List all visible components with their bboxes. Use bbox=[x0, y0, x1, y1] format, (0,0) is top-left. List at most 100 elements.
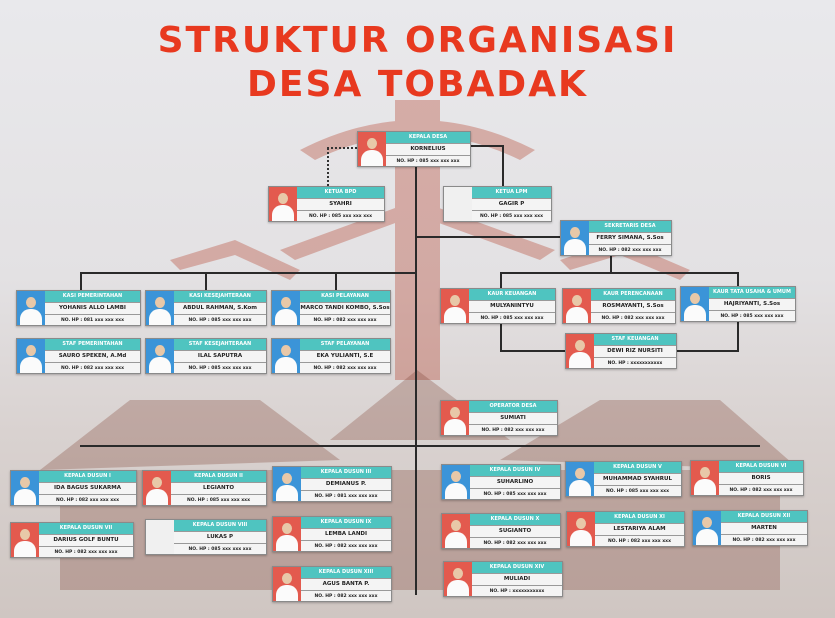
person-name: KORNELIUS bbox=[386, 143, 470, 155]
connector bbox=[470, 145, 503, 147]
phone-number: NO. HP : 085 xxx xxx xxx bbox=[709, 310, 795, 322]
phone-number: NO. HP : 085 xxx xxx xxx bbox=[386, 155, 470, 167]
person-name: ABDUL RAHMAN, S.Kom bbox=[174, 302, 266, 314]
role-label: KASI PEMERINTAHAN bbox=[45, 291, 140, 302]
person-photo bbox=[272, 291, 300, 325]
role-label: KEPALA DUSUN II bbox=[171, 471, 266, 482]
person-photo bbox=[444, 187, 472, 221]
phone-number: NO. HP : 085 xxx xxx xxx bbox=[594, 485, 681, 497]
person-photo bbox=[146, 291, 174, 325]
person-name: LEGIANTO bbox=[171, 482, 266, 494]
phone-number: NO. HP : 085 xxx xxx xxx bbox=[174, 314, 266, 326]
phone-number: NO. HP : 082 xxx xxx xxx bbox=[589, 244, 671, 256]
person-photo bbox=[273, 517, 301, 551]
role-label: KEPALA DUSUN I bbox=[39, 471, 136, 482]
phone-number: NO. HP : 082 xxx xxx xxx bbox=[45, 362, 140, 374]
phone-number: NO. HP : 082 xxx xxx xxx bbox=[470, 537, 560, 549]
person-name: BORIS bbox=[719, 472, 803, 484]
connector bbox=[80, 445, 760, 447]
phone-number: NO. HP : xxxxxxxxxxx bbox=[594, 357, 676, 369]
person-name: MULYANINTYU bbox=[469, 300, 555, 312]
person-photo bbox=[11, 471, 39, 505]
person-name: SUHARLINO bbox=[470, 476, 560, 488]
connector-dotted bbox=[327, 148, 329, 186]
phone-number: NO. HP : 082 xxx xxx xxx bbox=[39, 546, 133, 558]
role-label: KEPALA DUSUN V bbox=[594, 462, 681, 473]
phone-number: NO. HP : 085 xxx xxx xxx bbox=[297, 210, 384, 222]
person-photo bbox=[442, 514, 470, 548]
phone-number: NO. HP : 085 xxx xxx xxx bbox=[472, 210, 551, 222]
role-label: KEPALA DESA bbox=[386, 132, 470, 143]
person-photo bbox=[693, 511, 721, 545]
role-label: SEKRETARIS DESA bbox=[589, 221, 671, 232]
person-name: SYAHRI bbox=[297, 198, 384, 210]
connector bbox=[335, 272, 337, 290]
person-photo bbox=[17, 291, 45, 325]
role-label: KEPALA DUSUN III bbox=[301, 467, 391, 478]
person-name: MARCO TANDI KOMBO, S.Sos bbox=[300, 302, 390, 314]
role-label: KEPALA DUSUN IX bbox=[301, 517, 391, 528]
connector bbox=[80, 272, 417, 274]
person-photo bbox=[681, 287, 709, 321]
person-name: MUHAMMAD SYAHRUL bbox=[594, 473, 681, 485]
person-name: IDA BAGUS SUKARMA bbox=[39, 482, 136, 494]
person-photo bbox=[269, 187, 297, 221]
person-name: FERRY SIMANA, S.Sos bbox=[589, 232, 671, 244]
person-photo bbox=[273, 567, 301, 601]
person-photo bbox=[561, 221, 589, 255]
page-title-line2: DESA TOBADAK bbox=[247, 64, 588, 105]
person-name: ROSMAYANTI, S.Sos bbox=[591, 300, 675, 312]
person-photo bbox=[442, 465, 470, 499]
person-photo bbox=[566, 334, 594, 368]
phone-number: NO. HP : 085 xxx xxx xxx bbox=[174, 543, 266, 555]
person-name: ILAL SAPUTRA bbox=[174, 350, 266, 362]
person-photo bbox=[358, 132, 386, 166]
phone-number: NO. HP : 081 xxx xxx xxx bbox=[301, 490, 391, 502]
phone-number: NO. HP : 082 xxx xxx xxx bbox=[721, 534, 807, 546]
person-photo bbox=[563, 289, 591, 323]
person-name: AGUS BANTA P. bbox=[301, 578, 391, 590]
role-label: KAUR KEUANGAN bbox=[469, 289, 555, 300]
person-name: MULIADI bbox=[472, 573, 562, 585]
person-name: LEMBA LANDI bbox=[301, 528, 391, 540]
phone-number: NO. HP : 082 xxx xxx xxx bbox=[300, 362, 390, 374]
role-label: KETUA BPD bbox=[297, 187, 384, 198]
person-name: DEMIANUS P. bbox=[301, 478, 391, 490]
role-label: KEPALA DUSUN X bbox=[470, 514, 560, 525]
role-label: KEPALA DUSUN XIV bbox=[472, 562, 562, 573]
person-name: SAURO SPEKEN, A.Md bbox=[45, 350, 140, 362]
phone-number: NO. HP : 082 xxx xxx xxx bbox=[301, 590, 391, 602]
role-label: KASI PELAYANAN bbox=[300, 291, 390, 302]
person-photo bbox=[17, 339, 45, 373]
person-name: LUKAS P bbox=[174, 531, 266, 543]
page-title-line1: STRUKTUR ORGANISASI bbox=[157, 20, 678, 61]
phone-number: NO. HP : 085 xxx xxx xxx bbox=[470, 488, 560, 500]
person-photo bbox=[441, 289, 469, 323]
phone-number: NO. HP : 085 xxx xxx xxx bbox=[171, 494, 266, 506]
person-photo bbox=[272, 339, 300, 373]
phone-number: NO. HP : 081 xxx xxx xxx bbox=[45, 314, 140, 326]
connector bbox=[417, 236, 560, 238]
person-name: MARTEN bbox=[721, 522, 807, 534]
